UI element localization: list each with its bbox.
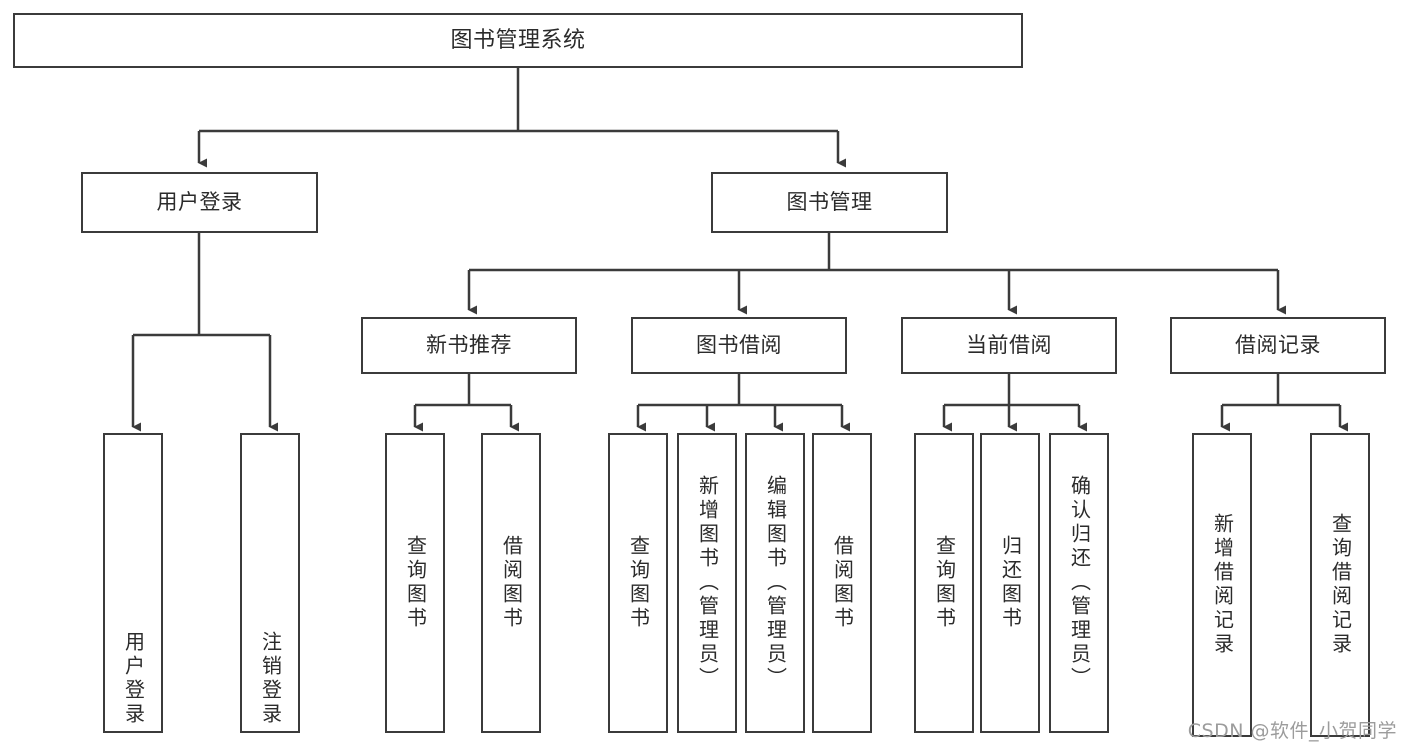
leaf-user-login[interactable]: 用户登录 xyxy=(103,433,163,733)
csdn-watermark: CSDN @软件_小贺同学 xyxy=(1188,716,1397,743)
leaf-add-borrow-record[interactable]: 新增借阅记录 xyxy=(1192,433,1252,737)
node-borrow-record[interactable]: 借阅记录 xyxy=(1170,317,1386,374)
node-new-book-recommend[interactable]: 新书推荐 xyxy=(361,317,577,374)
node-borrow-record-label: 借阅记录 xyxy=(1235,333,1321,358)
leaf-query-book-recommend[interactable]: 查询图书 xyxy=(385,433,445,733)
leaf-borrow-book[interactable]: 借阅图书 xyxy=(812,433,872,733)
node-root-system[interactable]: 图书管理系统 xyxy=(13,13,1023,68)
leaf-query-book-borrow[interactable]: 查询图书 xyxy=(608,433,668,733)
leaf-confirm-return-label: 确认归还（管理员） xyxy=(1067,475,1092,691)
node-root-system-label: 图书管理系统 xyxy=(450,27,586,53)
leaf-query-book-borrow-label: 查询图书 xyxy=(626,535,651,631)
leaf-edit-book[interactable]: 编辑图书（管理员） xyxy=(745,433,805,733)
node-user-login-label: 用户登录 xyxy=(156,190,243,215)
leaf-add-borrow-record-label: 新增借阅记录 xyxy=(1210,513,1235,657)
node-book-manage-label: 图书管理 xyxy=(786,190,873,215)
leaf-query-borrow-record[interactable]: 查询借阅记录 xyxy=(1310,433,1370,737)
node-book-borrow[interactable]: 图书借阅 xyxy=(631,317,847,374)
leaf-add-book[interactable]: 新增图书（管理员） xyxy=(677,433,737,733)
leaf-logout-login[interactable]: 注销登录 xyxy=(240,433,300,733)
leaf-borrow-book-recommend[interactable]: 借阅图书 xyxy=(481,433,541,733)
leaf-borrow-book-recommend-label: 借阅图书 xyxy=(499,535,524,631)
leaf-logout-login-label: 注销登录 xyxy=(258,631,283,727)
node-book-borrow-label: 图书借阅 xyxy=(696,333,782,358)
leaf-user-login-label: 用户登录 xyxy=(121,631,146,727)
leaf-query-borrow-record-label: 查询借阅记录 xyxy=(1328,513,1353,657)
node-new-book-recommend-label: 新书推荐 xyxy=(426,333,512,358)
node-current-borrow-label: 当前借阅 xyxy=(966,333,1052,358)
csdn-watermark-text: CSDN @软件_小贺同学 xyxy=(1187,720,1397,742)
node-current-borrow[interactable]: 当前借阅 xyxy=(901,317,1117,374)
leaf-query-book-current-label: 查询图书 xyxy=(932,535,957,631)
leaf-add-book-label: 新增图书（管理员） xyxy=(695,475,720,691)
leaf-query-book-recommend-label: 查询图书 xyxy=(403,535,428,631)
leaf-return-book[interactable]: 归还图书 xyxy=(980,433,1040,733)
leaf-return-book-label: 归还图书 xyxy=(998,535,1023,631)
node-user-login[interactable]: 用户登录 xyxy=(81,172,318,233)
leaf-confirm-return[interactable]: 确认归还（管理员） xyxy=(1049,433,1109,733)
node-book-manage[interactable]: 图书管理 xyxy=(711,172,948,233)
leaf-borrow-book-label: 借阅图书 xyxy=(830,535,855,631)
leaf-edit-book-label: 编辑图书（管理员） xyxy=(763,475,788,691)
leaf-query-book-current[interactable]: 查询图书 xyxy=(914,433,974,733)
